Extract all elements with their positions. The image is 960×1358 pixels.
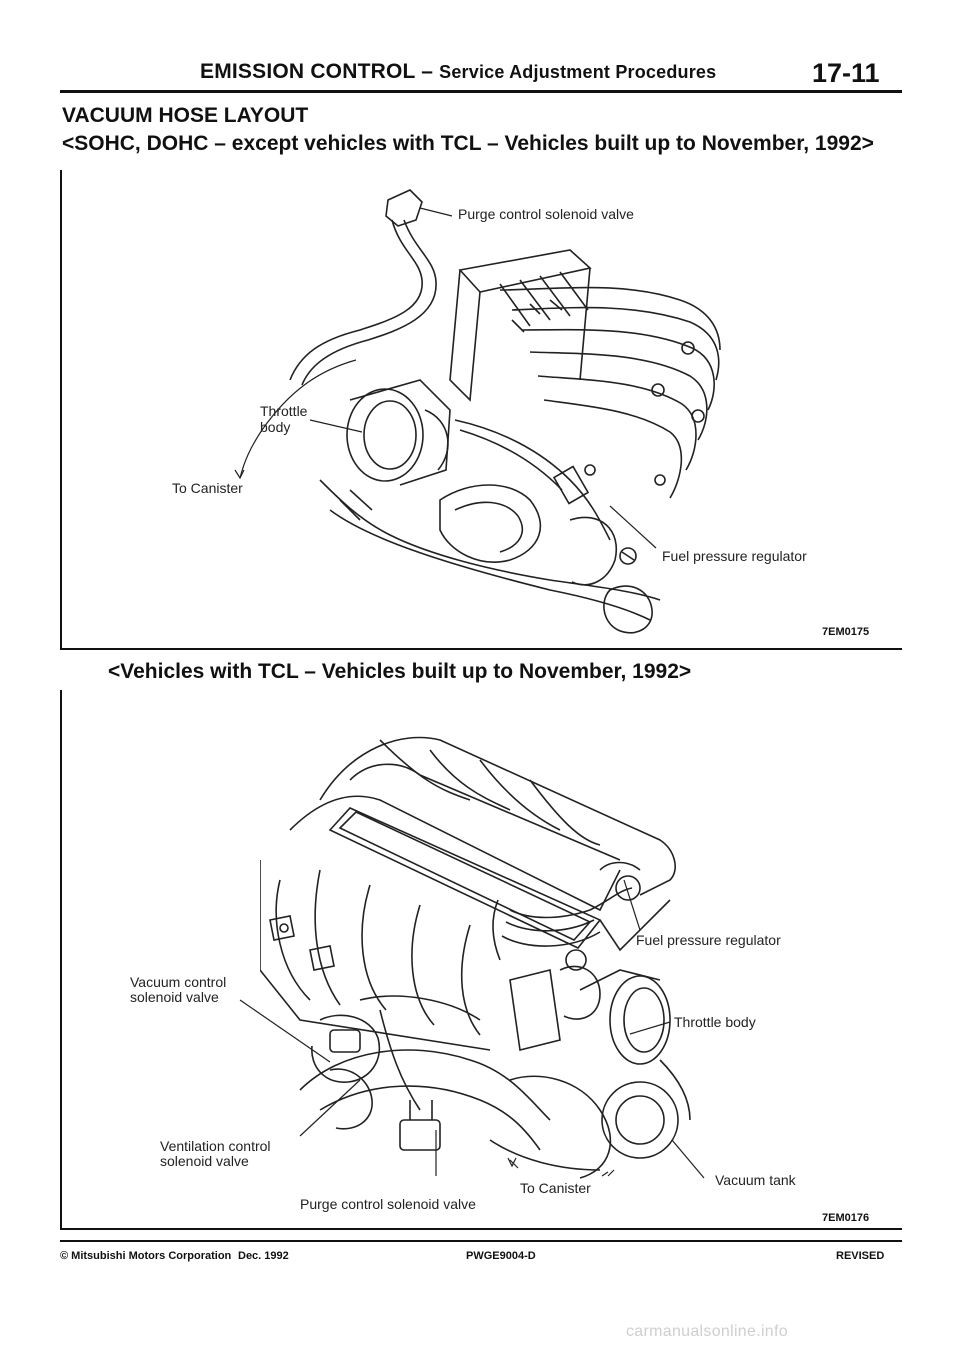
figure-2-code: 7EM0176	[822, 1212, 870, 1224]
figure-1-code: 7EM0175	[822, 626, 870, 638]
header-title-sub: Service Adjustment Procedures	[439, 62, 717, 82]
fig2-label-vacuum-valve-line1: Vacuum control	[130, 974, 227, 990]
fig2-label-ventilation-line2: solenoid valve	[160, 1153, 249, 1169]
figure-2-subtitle: <Vehicles with TCL – Vehicles built up t…	[108, 660, 692, 683]
fig2-label-vacuum-valve-line2: solenoid valve	[130, 989, 219, 1005]
figure-1-bottom-border	[60, 648, 902, 650]
figure-1-leader-lines	[0, 0, 960, 660]
page-number: 17-11	[812, 58, 880, 88]
watermark: carmanualsonline.info	[626, 1323, 788, 1340]
fig2-label-vacuum-tank: Vacuum tank	[715, 1172, 796, 1188]
figure-2-leader-lines	[0, 0, 960, 1240]
fig1-label-to-canister: To Canister	[172, 480, 243, 496]
fig1-label-fuel-regulator: Fuel pressure regulator	[662, 548, 807, 564]
footer-date: Dec. 1992	[238, 1250, 289, 1262]
figure-1-subtitle: <SOHC, DOHC – except vehicles with TCL –…	[62, 132, 874, 155]
figure-1-engine-illustration	[250, 180, 770, 640]
figure-1-left-border	[60, 170, 62, 650]
fig2-label-ventilation-line1: Ventilation control	[160, 1138, 271, 1154]
fig1-label-throttle-line1: Throttle	[260, 403, 308, 419]
figure-2-left-border	[60, 690, 62, 1230]
fig1-label-throttle-line2: body	[260, 419, 291, 435]
section-title: VACUUM HOSE LAYOUT	[62, 104, 309, 127]
figure-2-bottom-border	[60, 1228, 902, 1230]
fig2-label-to-canister: To Canister	[520, 1180, 591, 1196]
fig2-label-throttle-body: Throttle body	[674, 1014, 756, 1030]
fig2-label-fuel-regulator: Fuel pressure regulator	[636, 932, 781, 948]
fig2-label-purge-valve: Purge control solenoid valve	[300, 1196, 476, 1212]
header-title-main: EMISSION CONTROL –	[200, 60, 434, 83]
footer-copyright: © Mitsubishi Motors Corporation	[60, 1250, 232, 1262]
footer-status: REVISED	[836, 1250, 885, 1262]
footer-rule	[60, 1240, 902, 1242]
page-header-title: EMISSION CONTROL – Service Adjustment Pr…	[200, 60, 716, 84]
footer-doc-code: PWGE9004-D	[466, 1250, 536, 1262]
fig1-label-purge-valve: Purge control solenoid valve	[458, 206, 634, 222]
figure-2-engine-illustration	[260, 720, 700, 1200]
header-rule	[60, 90, 902, 93]
